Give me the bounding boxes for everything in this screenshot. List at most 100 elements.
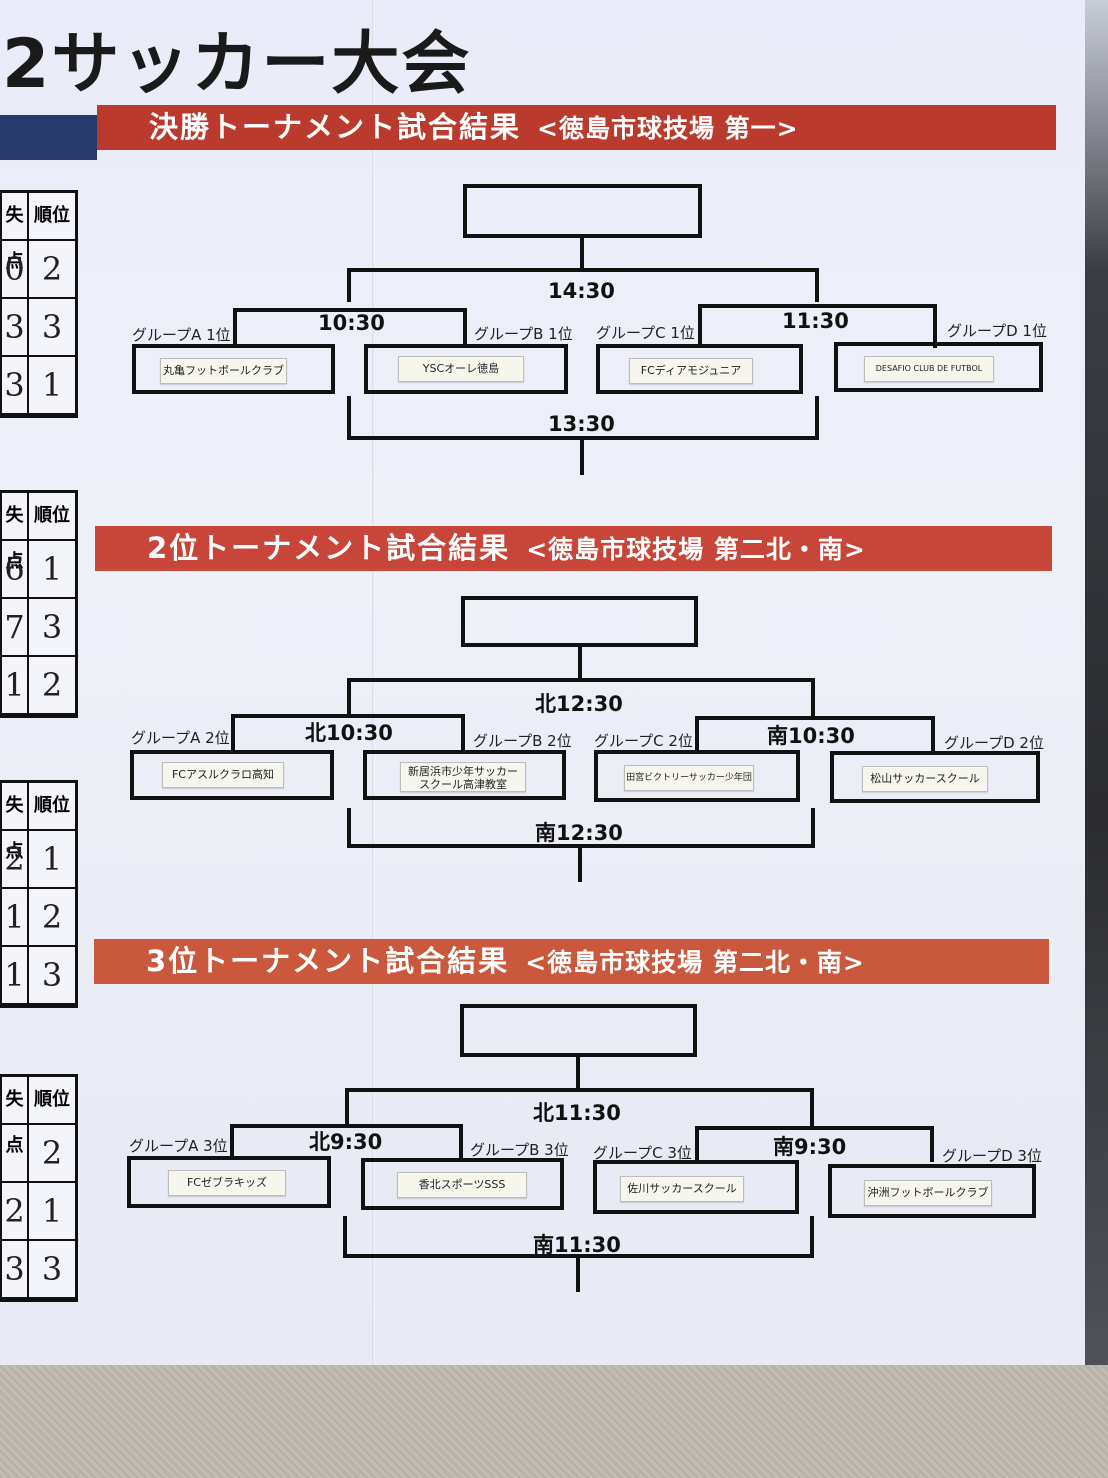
banner-title: 決勝トーナメント試合結果 (149, 110, 522, 144)
group-label: グループB 3位 (470, 1141, 569, 1159)
cell: 2 (27, 657, 75, 715)
cell: 2 (0, 831, 27, 889)
team-name: 松山サッカースクール (862, 766, 988, 792)
match-time-semi-left: 北9:30 (309, 1130, 383, 1154)
team-name: FCディアモジュニア (629, 358, 753, 384)
cell: 1 (0, 947, 27, 1005)
standings-table-2: 失点 順位 6 1 7 3 1 2 (0, 490, 78, 718)
match-time-semi-left: 北10:30 (305, 721, 393, 745)
cell: 1 (27, 541, 75, 599)
team-name: 新居浜市少年サッカー スクール高津教室 (400, 762, 526, 792)
header-cell: 失点 (0, 783, 27, 862)
cell: 3 (27, 1241, 75, 1299)
match-time-final: 北11:30 (533, 1101, 621, 1125)
match-time-third: 13:30 (548, 412, 615, 436)
banner-venue: <徳島市球技場 第二北・南> (525, 948, 865, 977)
team-name: 沖洲フットボールクラブ (864, 1180, 992, 1206)
semifinal-bracket (231, 714, 935, 754)
final-bracket (347, 643, 815, 716)
match-time-semi-right: 南9:30 (773, 1135, 847, 1159)
third-place-bracket (347, 396, 819, 475)
group-label: グループC 2位 (594, 732, 693, 750)
cell: 3 (27, 299, 75, 357)
match-time-semi-right: 南10:30 (767, 724, 855, 748)
team-name: FCゼブラキッズ (168, 1170, 286, 1196)
cell: 3 (27, 947, 75, 1005)
standings-table-3: 失点 順位 2 1 1 2 1 3 (0, 780, 78, 1008)
cell (0, 1125, 27, 1183)
poster-board (0, 0, 1085, 1365)
group-label: グループD 2位 (944, 734, 1044, 752)
third-place-bracket (343, 1216, 814, 1292)
header-cell: 順位 (27, 193, 75, 241)
cell: 1 (27, 1183, 75, 1241)
cell: 2 (0, 1183, 27, 1241)
group-label: グループD 3位 (942, 1147, 1042, 1165)
banner-venue: <徳島市球技場 第一> (537, 114, 799, 143)
team-box (594, 750, 800, 802)
team-name: 佐川サッカースクール (620, 1176, 744, 1202)
final-bracket (347, 234, 819, 302)
match-time-semi-right: 11:30 (782, 309, 849, 333)
match-time-third: 南11:30 (533, 1233, 621, 1257)
section-banner-final: 決勝トーナメント試合結果 <徳島市球技場 第一> (97, 105, 1056, 150)
third-place-bracket (347, 808, 815, 882)
cell: 1 (0, 889, 27, 947)
winner-box (461, 596, 698, 647)
team-name: FCアスルクラロ高知 (162, 762, 284, 788)
team-box (363, 750, 566, 800)
match-time-third: 南12:30 (535, 821, 623, 845)
cell: 3 (27, 599, 75, 657)
header-cell: 失点 (0, 193, 27, 272)
team-box (127, 1156, 331, 1208)
group-label: グループD 1位 (947, 322, 1047, 340)
team-box (596, 344, 803, 394)
match-time-semi-left: 10:30 (318, 311, 385, 335)
group-label: グループA 1位 (132, 326, 231, 344)
team-box (834, 342, 1043, 392)
cell: 2 (27, 1125, 75, 1183)
cell: 3 (0, 357, 27, 415)
semifinal-bracket (233, 304, 937, 348)
group-label: グループC 3位 (593, 1144, 692, 1162)
banner-title: 2位トーナメント試合結果 (147, 531, 511, 565)
background-dark-edge (1085, 0, 1108, 1365)
team-box (361, 1158, 564, 1210)
team-box (132, 344, 335, 394)
cell: 1 (27, 357, 75, 415)
final-bracket (345, 1053, 814, 1126)
group-label: グループA 2位 (131, 729, 230, 747)
team-name: YSCオーレ徳島 (398, 356, 524, 382)
cell: 6 (0, 541, 27, 599)
standings-table-4: 失点 順位 2 2 1 3 3 (0, 1074, 78, 1302)
semifinal-bracket (230, 1124, 934, 1162)
cell: 2 (27, 241, 75, 299)
cell: 3 (0, 299, 27, 357)
team-box (130, 750, 334, 800)
section-banner-third: 3位トーナメント試合結果 <徳島市球技場 第二北・南> (94, 939, 1049, 984)
winner-box (463, 184, 702, 238)
team-name: 香北スポーツSSS (397, 1172, 527, 1198)
floor (0, 1365, 1108, 1478)
team-box (830, 751, 1040, 803)
cell: 7 (0, 599, 27, 657)
board-fold (372, 0, 375, 1365)
cell: 1 (27, 831, 75, 889)
team-name: 田宮ビクトリーサッカー少年団 (624, 765, 754, 791)
group-label: グループB 2位 (473, 732, 572, 750)
navy-stripe (0, 115, 97, 160)
cell: 0 (0, 241, 27, 299)
group-label: グループB 1位 (474, 325, 573, 343)
match-time-final: 14:30 (548, 279, 615, 303)
poster-title: 2サッカー大会 (2, 25, 472, 104)
team-box (828, 1164, 1036, 1218)
section-banner-second: 2位トーナメント試合結果<徳島市球技場 第二北・南> (95, 526, 1052, 571)
header-cell: 順位 (27, 1077, 75, 1125)
header-cell: 失点 (0, 493, 27, 572)
cell: 2 (27, 889, 75, 947)
team-box (593, 1160, 799, 1214)
header-cell: 順位 (27, 783, 75, 831)
group-label: グループC 1位 (596, 324, 695, 342)
banner-title: 3位トーナメント試合結果 (146, 944, 510, 978)
